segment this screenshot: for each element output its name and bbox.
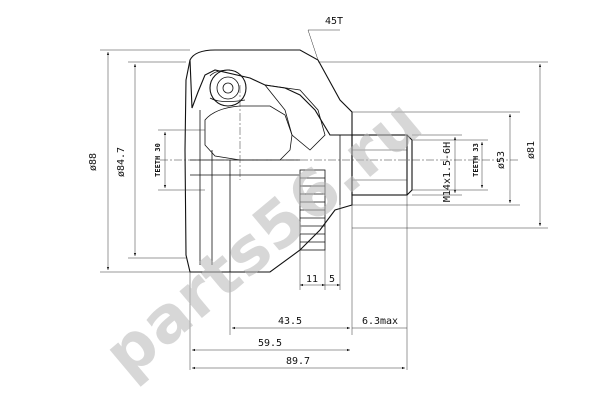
length-43-5-label: 43.5 bbox=[278, 316, 302, 327]
length-5-label: 5 bbox=[329, 274, 335, 285]
chamfer-label: 45T bbox=[325, 16, 343, 27]
length-11-label: 11 bbox=[306, 274, 318, 285]
stub-shaft bbox=[299, 134, 413, 251]
dimension-lines bbox=[100, 29, 548, 370]
diameter-88-label: ø88 bbox=[88, 153, 99, 171]
length-89-7-label: 89.7 bbox=[286, 356, 310, 367]
center-lines bbox=[160, 85, 520, 180]
ball-cage bbox=[209, 69, 247, 107]
teeth-30-label: TEETH 30 bbox=[154, 143, 162, 177]
abs-ring bbox=[299, 169, 326, 251]
length-6-3-label: 6.3max bbox=[362, 316, 398, 327]
length-59-5-label: 59.5 bbox=[258, 338, 282, 349]
diameter-84-7-label: ø84.7 bbox=[116, 147, 127, 177]
thread-label: M14x1.5-6H bbox=[442, 142, 453, 202]
teeth-33-label: TEETH 33 bbox=[472, 143, 480, 177]
diameter-53-label: ø53 bbox=[496, 151, 507, 169]
diameter-81-label: ø81 bbox=[526, 141, 537, 159]
